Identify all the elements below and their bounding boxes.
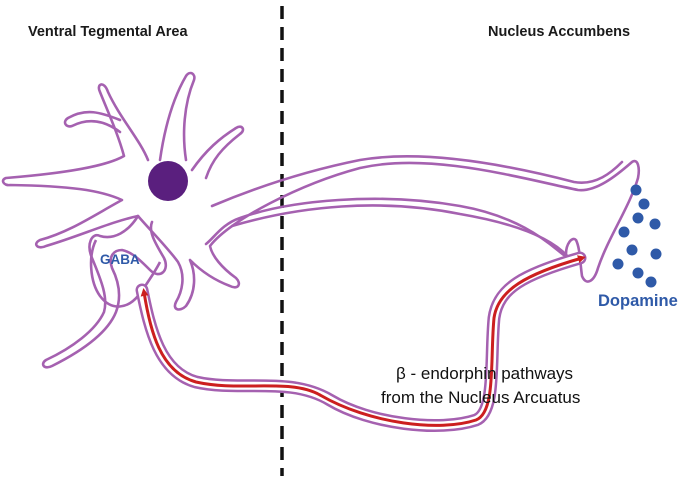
dopamine-dot <box>632 267 644 279</box>
ventral-tegmental-area-label: Ventral Tegmental Area <box>28 24 188 40</box>
dopamine-dot <box>638 198 650 210</box>
gaba-label: GABA <box>100 252 140 267</box>
dopamine-dot <box>632 212 644 224</box>
pathway-arrow-to-accumbens <box>318 255 586 427</box>
dopamine-neuron <box>1 71 641 369</box>
dopamine-dot <box>645 276 657 288</box>
dopamine-dot <box>626 244 638 256</box>
pathway-caption-line1: β - endorphin pathways <box>396 364 573 383</box>
dopamine-dot <box>612 258 624 270</box>
pathway-arrow-to-gaba <box>140 288 322 397</box>
dopamine-dot <box>618 226 630 238</box>
nucleus-accumbens-label: Nucleus Accumbens <box>488 24 630 40</box>
dopamine-label: Dopamine <box>598 292 678 310</box>
dopamine-molecules <box>612 184 662 288</box>
dopamine-dot <box>630 184 642 196</box>
dopamine-dot <box>649 218 661 230</box>
neuron-nucleus <box>148 161 188 201</box>
pathway-caption-line2: from the Nucleus Arcuatus <box>381 388 580 407</box>
beta-endorphin-pathway <box>135 251 587 433</box>
gaba-interneuron <box>89 239 162 308</box>
dopamine-dot <box>650 248 662 260</box>
